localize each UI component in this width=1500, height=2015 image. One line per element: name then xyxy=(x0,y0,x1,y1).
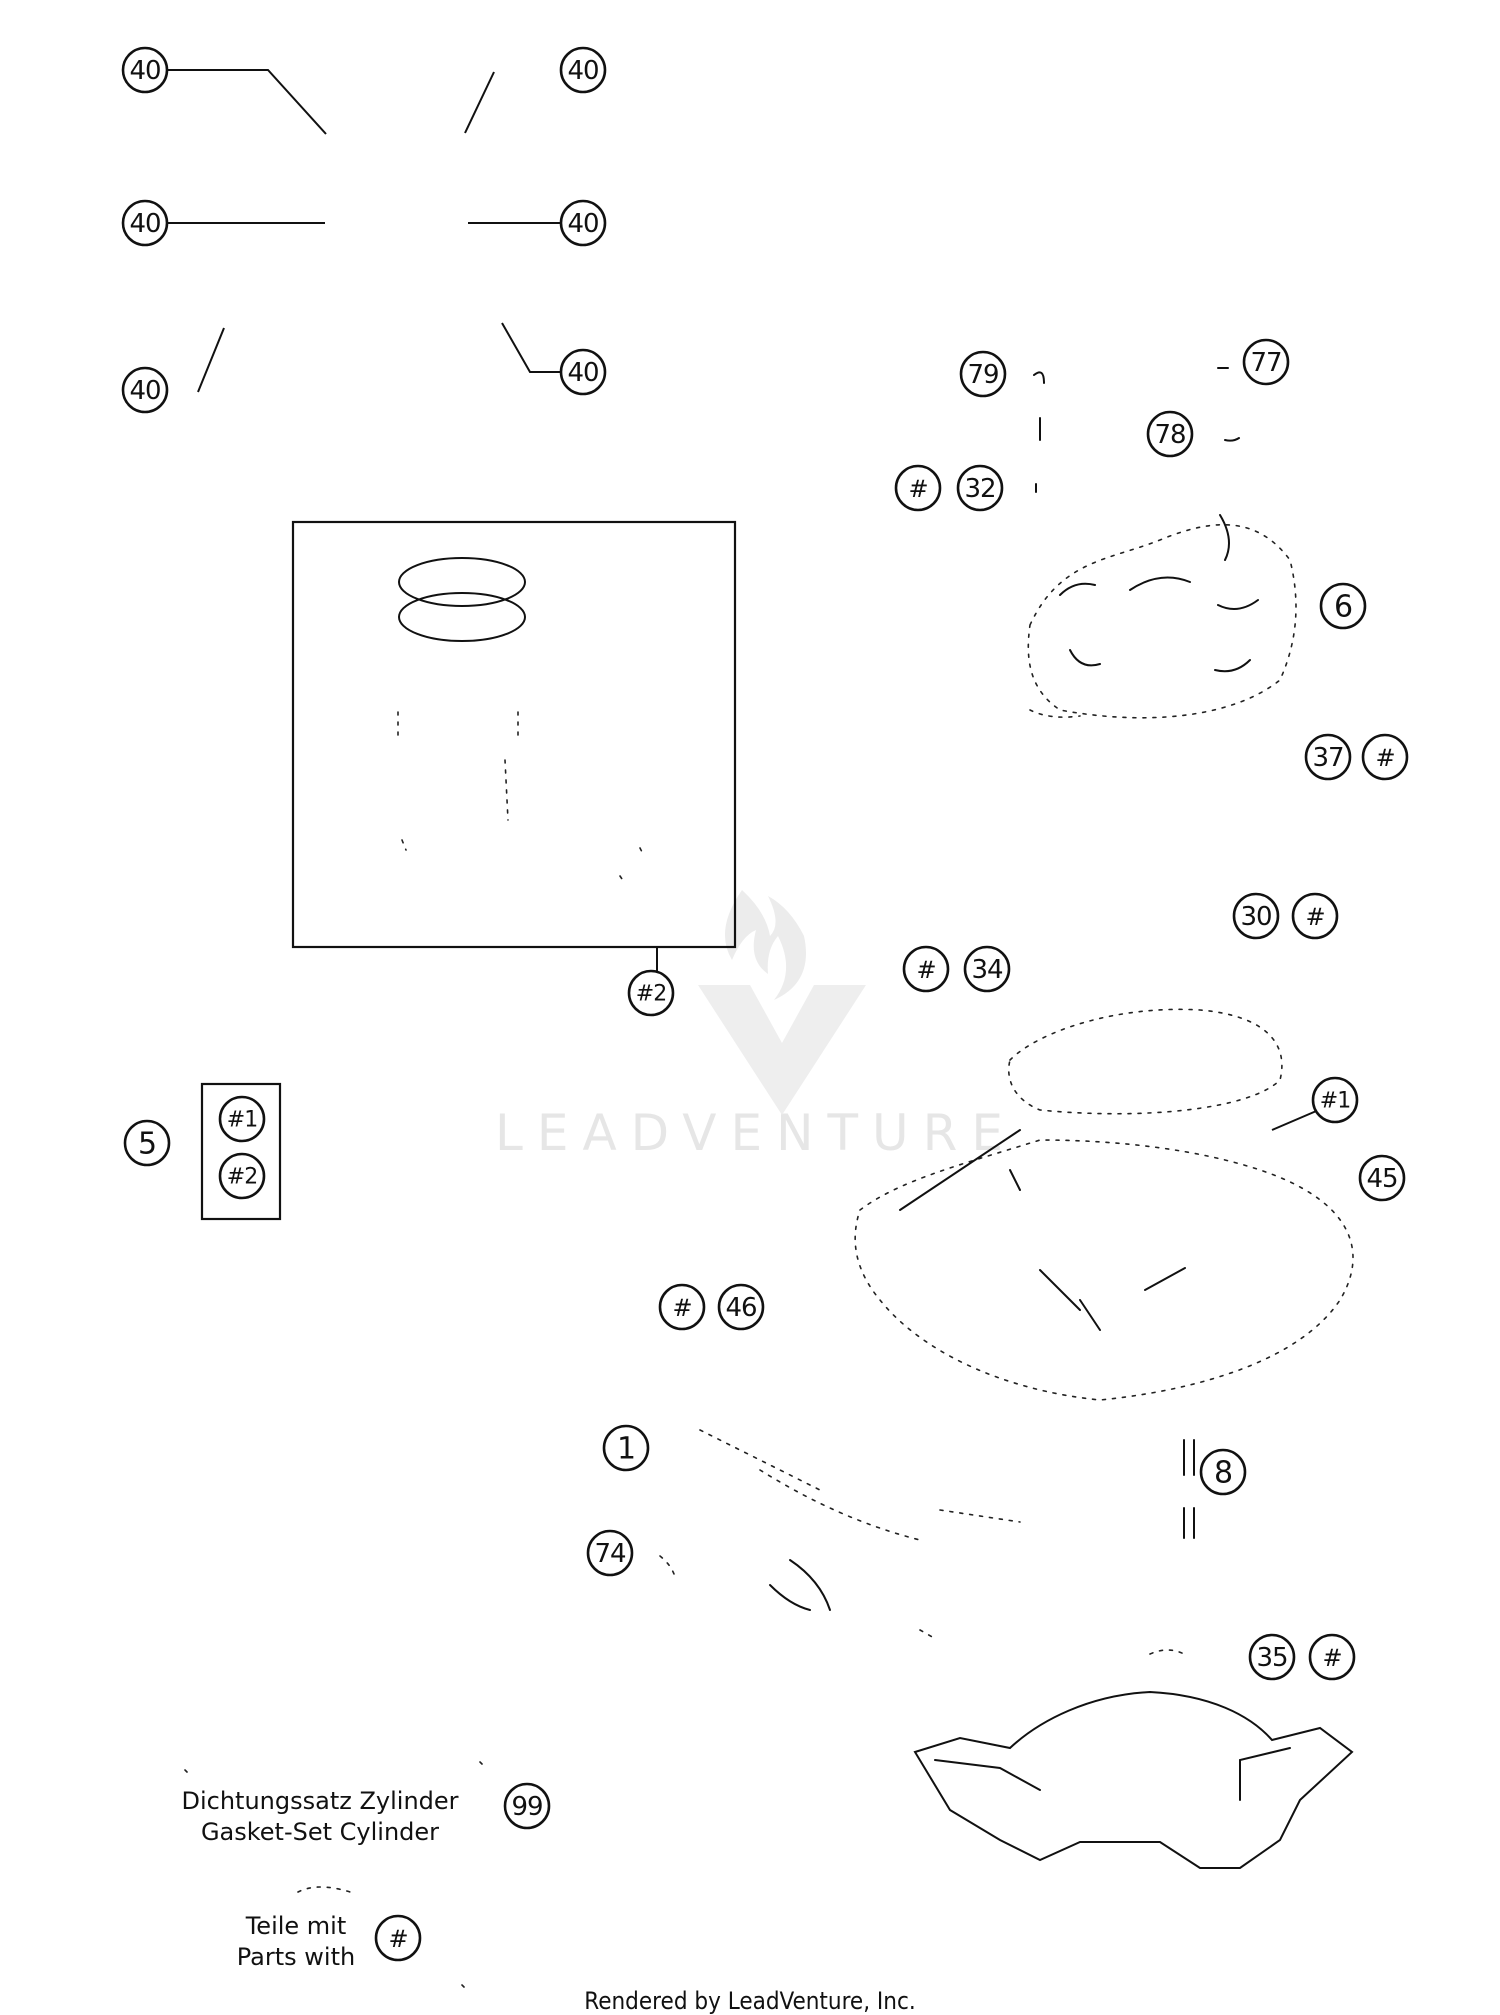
legend-gasket-en: Gasket-Set Cylinder xyxy=(200,1818,440,1846)
svg-text:#1: #1 xyxy=(1320,1089,1350,1114)
svg-text:1: 1 xyxy=(617,1432,635,1467)
svg-text:#1: #1 xyxy=(227,1108,257,1133)
svg-text:#: # xyxy=(672,1294,691,1322)
piston-ring-kit xyxy=(291,520,737,949)
callout-kit-1: #1 xyxy=(1311,1076,1359,1124)
cylinder xyxy=(659,1008,1354,1639)
legend-gasket-de: Dichtungssatz Zylinder xyxy=(181,1787,459,1815)
svg-text:#2: #2 xyxy=(636,982,666,1007)
legend-parts-label: Teile mit Parts with xyxy=(226,1911,366,1973)
callout-6: 6 xyxy=(1319,582,1367,630)
svg-text:#: # xyxy=(916,956,935,984)
svg-text:37: 37 xyxy=(1312,743,1343,773)
legend-callout-hash: # xyxy=(374,1914,422,1962)
callout-hash-46: # xyxy=(658,1283,706,1331)
callout-34: 34 xyxy=(963,945,1011,993)
svg-text:74: 74 xyxy=(594,1539,626,1569)
callout-hash-37: # xyxy=(1361,733,1409,781)
callout-46: 46 xyxy=(717,1283,765,1331)
callout-45: 45 xyxy=(1358,1154,1406,1202)
callout-40-bottom-right: 40 xyxy=(559,348,607,396)
callout-32: 32 xyxy=(956,464,1004,512)
callout-hash-30: # xyxy=(1291,892,1339,940)
footer-credit: Rendered by LeadVenture, Inc. xyxy=(584,1987,916,2015)
callout-37: 37 xyxy=(1304,733,1352,781)
leader-lines xyxy=(162,69,1329,1131)
svg-text:79: 79 xyxy=(967,360,998,390)
svg-text:30: 30 xyxy=(1240,902,1271,932)
legend-parts-de: Teile mit xyxy=(245,1912,347,1940)
callout-8: 8 xyxy=(1199,1448,1247,1496)
svg-text:35: 35 xyxy=(1256,1643,1287,1673)
callout-5: 5 xyxy=(123,1119,171,1167)
svg-text:45: 45 xyxy=(1366,1164,1397,1194)
callout-30: 30 xyxy=(1232,892,1280,940)
svg-text:40: 40 xyxy=(129,209,160,239)
callout-1: 1 xyxy=(602,1424,650,1472)
callout-77: 77 xyxy=(1242,338,1290,386)
legend-gasket-label: Dichtungssatz Zylinder Gasket-Set Cylind… xyxy=(170,1786,470,1848)
kit-group-box xyxy=(200,1082,282,1221)
callout-40-mid-right: 40 xyxy=(559,199,607,247)
svg-text:#: # xyxy=(1375,744,1394,772)
base-gasket xyxy=(913,1649,1354,1869)
callout-74: 74 xyxy=(586,1529,634,1577)
svg-text:6: 6 xyxy=(1334,590,1352,625)
svg-text:78: 78 xyxy=(1154,420,1185,450)
callout-35: 35 xyxy=(1248,1633,1296,1681)
callout-kit-2: #2 xyxy=(627,969,675,1017)
callout-hash-34: # xyxy=(902,945,950,993)
svg-text:#: # xyxy=(908,475,927,503)
callout-hash-32: # xyxy=(894,464,942,512)
svg-text:40: 40 xyxy=(129,56,160,86)
svg-text:40: 40 xyxy=(129,376,160,406)
kit-frame xyxy=(291,520,737,949)
watermark-text: LEADVENTURE xyxy=(495,1104,1017,1162)
svg-text:40: 40 xyxy=(567,56,598,86)
cylinder-head xyxy=(1027,367,1297,719)
callout-79: 79 xyxy=(959,350,1007,398)
watermark-logo xyxy=(698,890,866,1115)
callout-78: 78 xyxy=(1146,410,1194,458)
legend-parts-en: Parts with xyxy=(236,1943,356,1971)
callout-40-bottom-left: 40 xyxy=(121,366,169,414)
svg-text:77: 77 xyxy=(1250,348,1281,378)
svg-text:40: 40 xyxy=(567,358,598,388)
legend-callout-99: 99 xyxy=(503,1782,551,1830)
svg-text:40: 40 xyxy=(567,209,598,239)
svg-text:32: 32 xyxy=(964,474,995,504)
svg-text:#: # xyxy=(1322,1644,1341,1672)
callout-hash-35: # xyxy=(1308,1633,1356,1681)
svg-text:#: # xyxy=(388,1925,407,1953)
callout-40-top-right: 40 xyxy=(559,46,607,94)
svg-text:8: 8 xyxy=(1214,1456,1232,1491)
svg-text:99: 99 xyxy=(511,1792,542,1822)
callout-kit-2-legend: #2 xyxy=(218,1152,266,1200)
svg-text:5: 5 xyxy=(138,1127,156,1162)
callout-40-mid-left: 40 xyxy=(121,199,169,247)
callout-kit-1-legend: #1 xyxy=(218,1095,266,1143)
callout-40-top-left: 40 xyxy=(121,46,169,94)
svg-text:#: # xyxy=(1305,903,1324,931)
legend-gasket-sketch xyxy=(184,1761,483,1988)
svg-text:46: 46 xyxy=(725,1293,756,1323)
svg-text:#2: #2 xyxy=(227,1165,257,1190)
svg-text:34: 34 xyxy=(971,955,1003,985)
